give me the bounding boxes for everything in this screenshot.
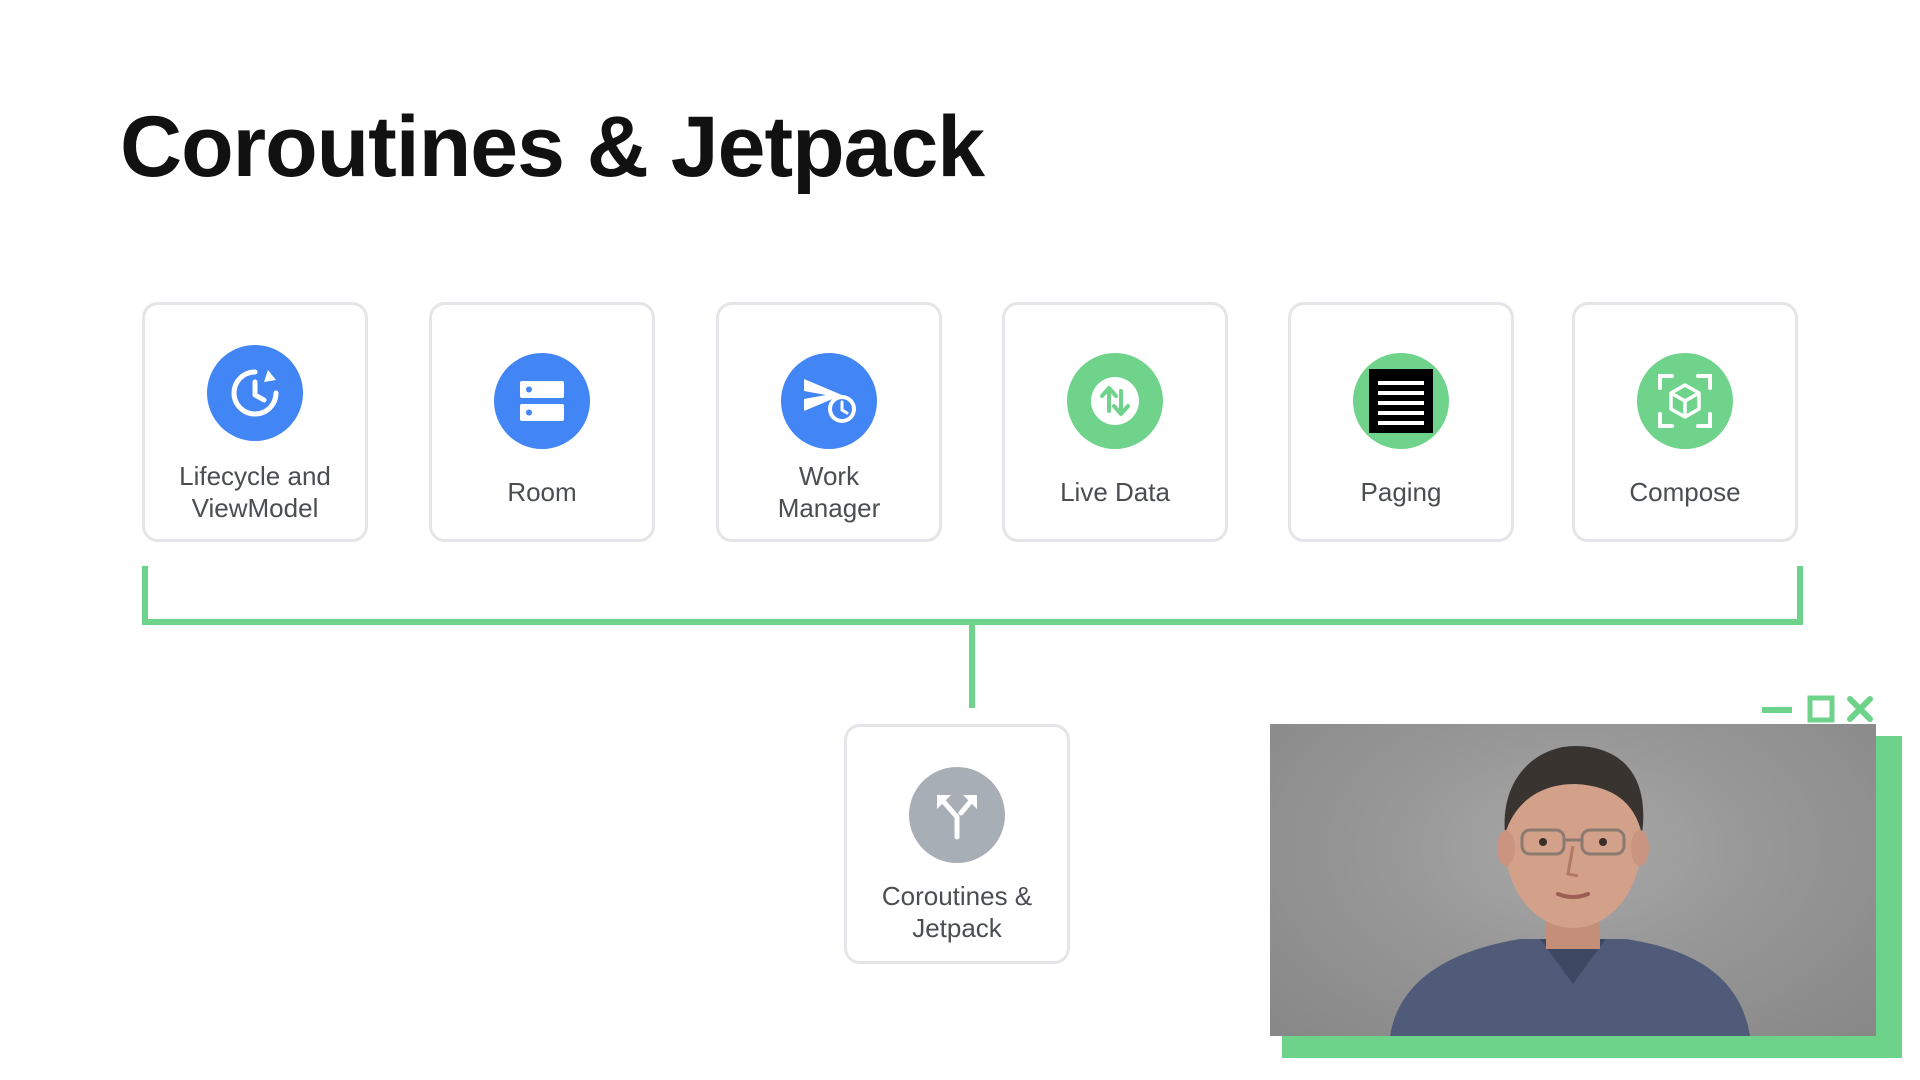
library-label: Work Manager <box>777 461 881 523</box>
merge-arrows-icon <box>909 767 1005 863</box>
presenter-illustration <box>1390 746 1750 1036</box>
library-card-lifecycle: Lifecycle and ViewModel <box>142 302 368 542</box>
library-card-work-manager: Work Manager <box>716 302 942 542</box>
compose-icon <box>1637 353 1733 449</box>
video-window-controls <box>1762 694 1882 724</box>
library-label: Room <box>507 477 577 507</box>
library-card-paging: Paging <box>1288 302 1514 542</box>
lifecycle-icon <box>207 345 303 441</box>
work-manager-icon <box>781 353 877 449</box>
paging-icon <box>1353 353 1449 449</box>
live-data-icon <box>1067 353 1163 449</box>
hub-label: Coroutines & Jetpack <box>881 881 1033 943</box>
library-label: Lifecycle and ViewModel <box>179 461 331 523</box>
library-card-room: Room <box>429 302 655 542</box>
library-label: Live Data <box>1060 477 1170 507</box>
library-label: Compose <box>1629 477 1741 507</box>
slide-title: Coroutines & Jetpack <box>120 99 985 195</box>
minimize-icon[interactable] <box>1762 707 1792 713</box>
close-icon[interactable] <box>1847 696 1873 722</box>
hub-card-coroutines-jetpack: Coroutines & Jetpack <box>844 724 1070 964</box>
library-label: Paging <box>1360 477 1442 507</box>
presenter-video <box>1270 724 1876 1036</box>
library-card-compose: Compose <box>1572 302 1798 542</box>
room-database-icon <box>494 353 590 449</box>
maximize-icon[interactable] <box>1807 695 1835 723</box>
library-card-live-data: Live Data <box>1002 302 1228 542</box>
